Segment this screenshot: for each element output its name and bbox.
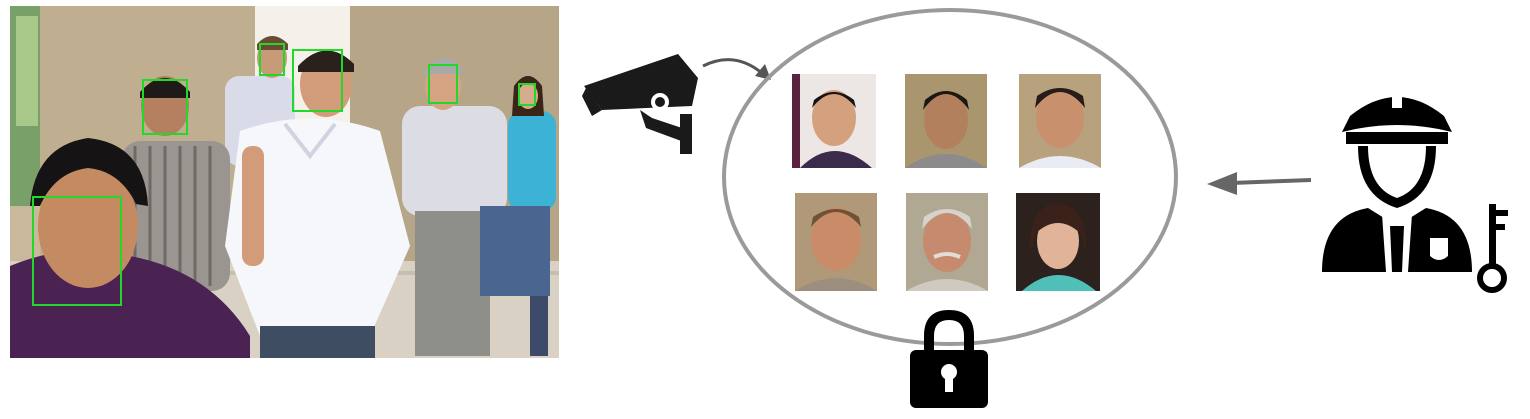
face-detection-box	[428, 64, 458, 104]
face-detection-box	[32, 196, 122, 306]
face-detection-box	[259, 43, 285, 76]
face-thumbnail	[795, 193, 877, 291]
face-thumbnail	[1019, 74, 1101, 168]
left-arrow-icon	[1207, 172, 1312, 195]
face-detection-box	[142, 79, 188, 135]
face-thumbnail	[1016, 193, 1100, 291]
key-icon	[1477, 204, 1508, 293]
face-database-ellipse	[722, 8, 1178, 346]
face-thumbnail	[905, 74, 987, 168]
surveillance-photo	[10, 6, 559, 358]
scene-illustration	[10, 6, 559, 358]
face-thumbnail	[792, 74, 876, 168]
cctv-camera-icon	[582, 54, 698, 154]
face-detection-box	[292, 49, 343, 112]
police-officer-icon	[1322, 96, 1472, 272]
padlock-icon	[910, 310, 988, 408]
face-detection-box	[518, 83, 536, 106]
face-thumbnail	[906, 193, 988, 291]
